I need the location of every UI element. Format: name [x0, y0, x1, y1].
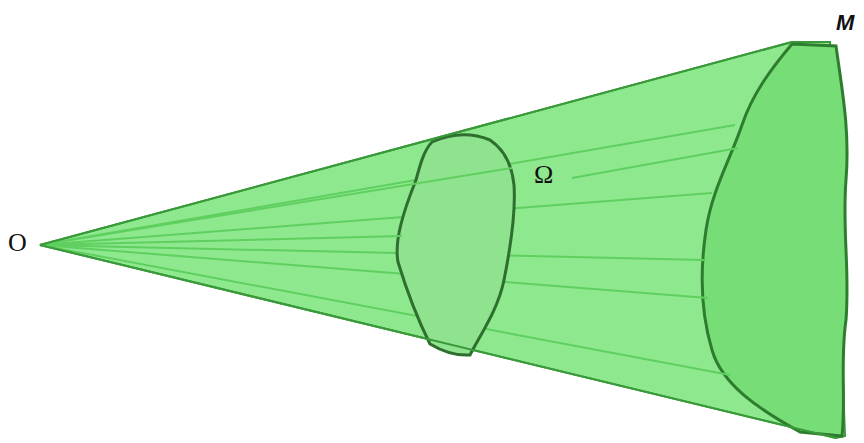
- large-section: [702, 44, 847, 436]
- cone-edge: [40, 42, 792, 245]
- section-label: Ω: [534, 160, 553, 190]
- section-rays: [40, 168, 512, 245]
- point-label: O: [8, 228, 27, 258]
- surface-label: M: [836, 10, 854, 36]
- small-section: [397, 135, 514, 355]
- generator-rays: [40, 125, 735, 375]
- cone-edge: [40, 245, 836, 438]
- leader-line: [572, 148, 738, 178]
